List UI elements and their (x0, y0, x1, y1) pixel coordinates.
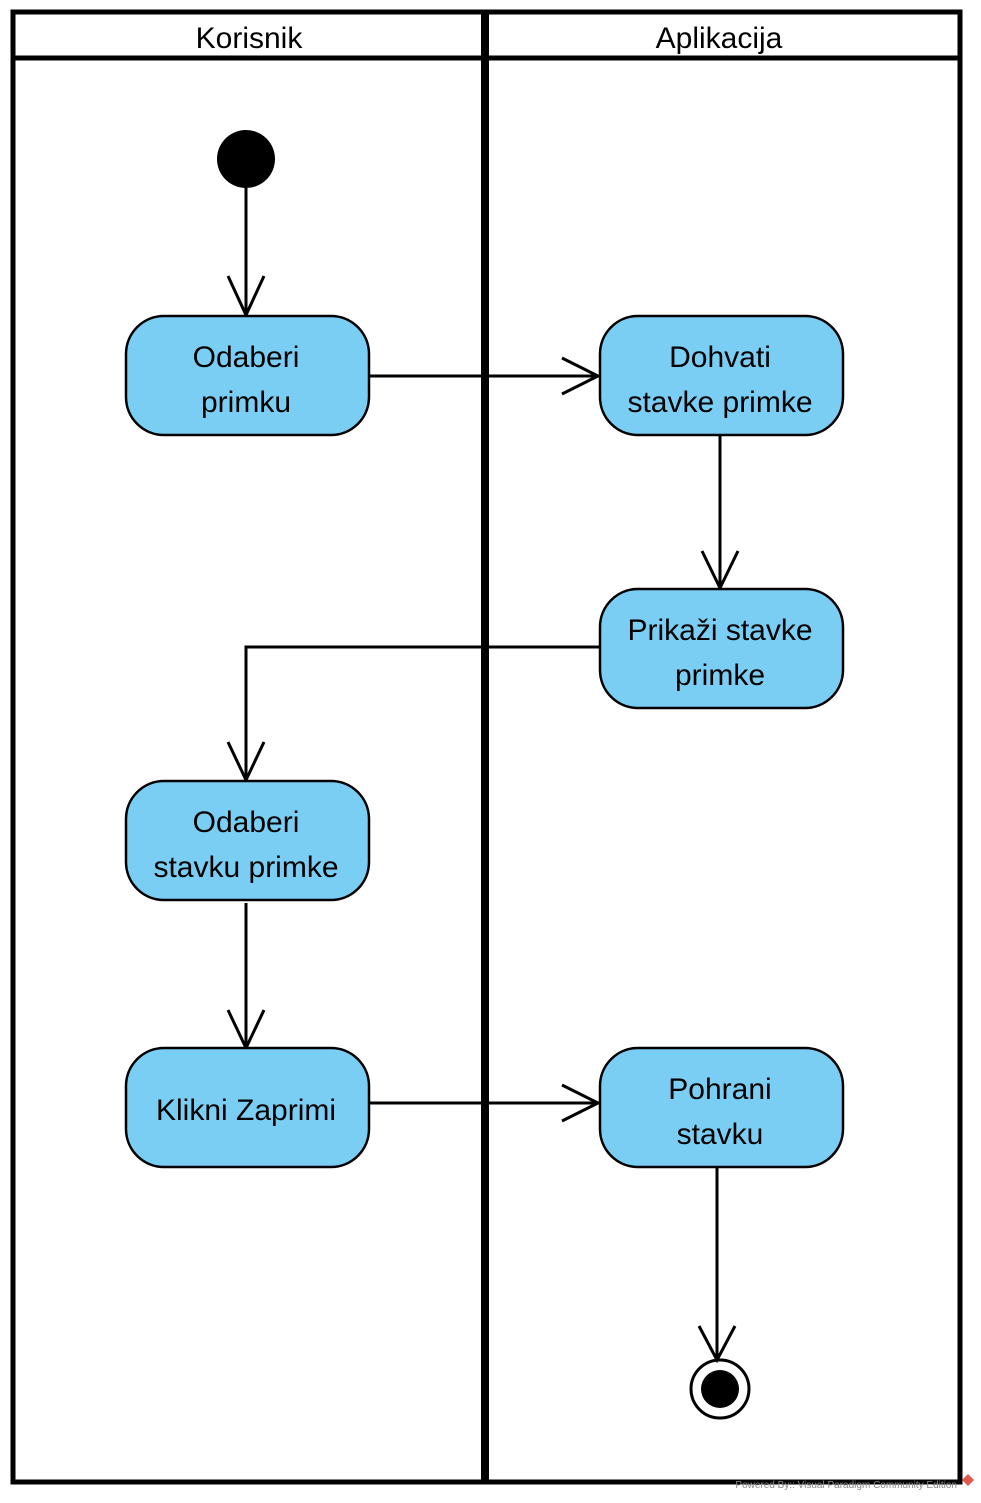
action-label: primku (201, 386, 291, 419)
action-klikni-zaprimi: Klikni Zaprimi (124, 1046, 371, 1169)
action-label: stavke primke (627, 386, 812, 419)
watermark-text: Powered By:: Visual Paradigm Community E… (735, 1480, 957, 1491)
swimlane-title-korisnik: Korisnik (196, 22, 304, 55)
action-odaberi-primku: Odaberi primku (124, 314, 371, 437)
action-label: Prikaži stavke (627, 614, 812, 647)
flow-pohrani-stavku-to-final (697, 1168, 737, 1364)
action-label: Odaberi (193, 341, 300, 374)
action-pohrani-stavku: Pohrani stavku (598, 1046, 845, 1169)
action-label: primke (675, 659, 765, 692)
initial-node (217, 130, 275, 188)
action-label: stavku (677, 1118, 764, 1151)
action-label: Klikni Zaprimi (156, 1094, 336, 1127)
action-label: stavku primke (153, 851, 338, 884)
control-flows (226, 188, 740, 1364)
action-label: Dohvati (669, 341, 771, 374)
final-node (689, 1358, 751, 1420)
flow-klikni-zaprimi-to-pohrani-stavku (370, 1083, 602, 1123)
action-prikazi-stavke-primke: Prikaži stavke primke (598, 587, 845, 710)
action-odaberi-stavku-primke: Odaberi stavku primke (124, 779, 371, 902)
swimlane-title-aplikacija: Aplikacija (656, 22, 783, 55)
visual-paradigm-logo-icon (962, 1474, 974, 1486)
flow-odaberi-primku-to-dohvati-stavke (370, 356, 602, 396)
action-dohvati-stavke-primke: Dohvati stavke primke (598, 314, 845, 437)
swimlane-frame (10, 9, 963, 1485)
action-label: Odaberi (193, 806, 300, 839)
action-label: Pohrani (668, 1073, 771, 1106)
